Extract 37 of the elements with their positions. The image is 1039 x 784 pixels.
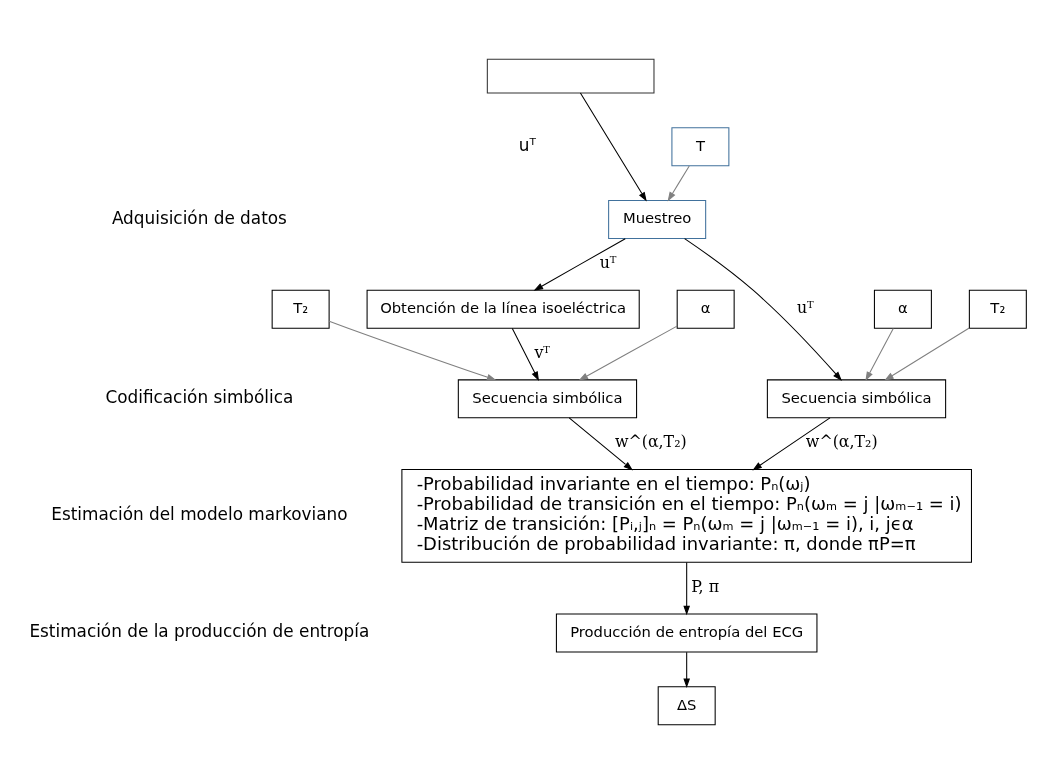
- arrow: [667, 165, 690, 202]
- label: uᵀ: [518, 134, 536, 155]
- node-box: [486, 58, 655, 94]
- label: Adquisición de datos: [111, 207, 287, 228]
- arrow: [328, 320, 497, 381]
- arrow: [568, 417, 633, 471]
- edge-label: P, π: [691, 576, 720, 596]
- arrow: [884, 327, 970, 381]
- arrow: [683, 651, 690, 688]
- edge-label: uᵀ: [796, 297, 814, 317]
- node-box: -Probabilidad invariante en el tiempo: Pₙ(ωⱼ) -Probabilidad de transición en el tiempo: Pₙ(ωₘ = j |ωₘ₋₁ = i) -Matriz de transición: [Pᵢ,ⱼ]ₙ = Pₙ(ωₘ = j |ωₘ₋₁ = i), i, jϵα -Distribución de probabilidad invariante: π, donde πP=π: [401, 469, 972, 563]
- edge-label: vᵀ: [534, 342, 550, 362]
- arrow: [511, 327, 539, 382]
- edge-label: w^(α,T₂): [614, 432, 687, 452]
- node-box: Producción de entropía del ECG: [555, 613, 818, 653]
- node-box: α: [676, 289, 735, 329]
- arrow: [579, 92, 647, 202]
- node-box: ΔS: [657, 686, 716, 726]
- arrow: [752, 417, 831, 471]
- node-box: T₂: [968, 289, 1027, 329]
- arrow: [865, 327, 894, 382]
- node-box: Secuencia simbólica: [457, 379, 638, 419]
- label: Codificación simbólica: [105, 386, 294, 407]
- arrow: [684, 238, 842, 381]
- edge-label: uᵀ: [599, 253, 617, 273]
- node-box: Secuencia simbólica: [766, 379, 947, 419]
- node-box: α: [873, 289, 932, 329]
- label: Estimación del modelo markoviano: [51, 503, 348, 524]
- arrow: [683, 561, 690, 616]
- arrow: [578, 325, 678, 381]
- node-box: Obtención de la línea isoeléctrica: [366, 289, 640, 329]
- node-box: T₂: [271, 289, 330, 329]
- edge-label: w^(α,T₂): [805, 432, 878, 452]
- arrow: [533, 238, 626, 291]
- label: Estimación de la producción de entropía: [29, 621, 370, 642]
- node-box: Muestreo: [608, 200, 707, 240]
- node-box: T: [671, 127, 730, 167]
